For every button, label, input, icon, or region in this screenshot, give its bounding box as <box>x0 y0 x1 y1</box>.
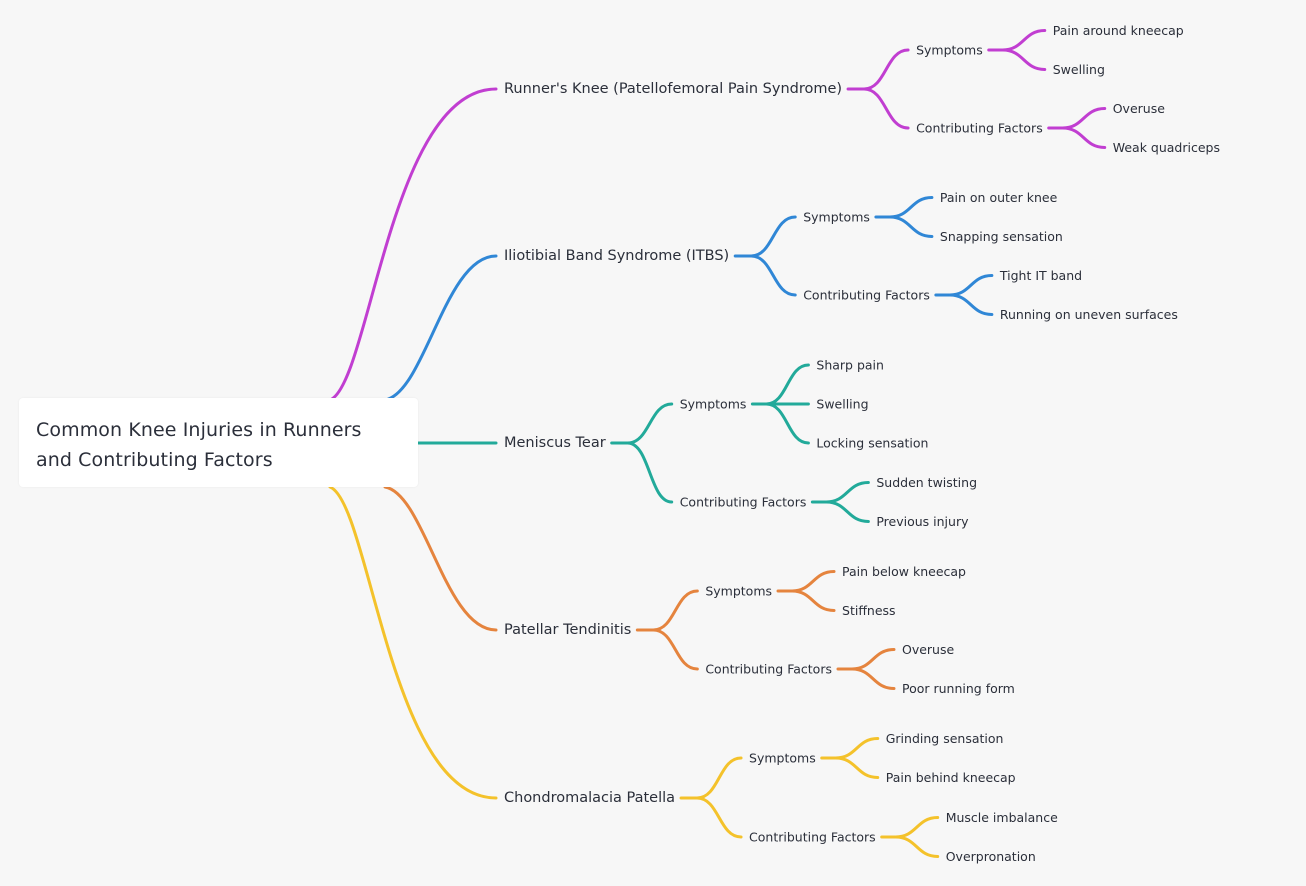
edge-group-to-item <box>834 756 880 779</box>
edge-branch-to-group <box>695 756 743 800</box>
contributing-factors-node[interactable]: Contributing Factors <box>803 288 930 303</box>
edge-group-to-item <box>894 816 940 839</box>
branch-node-4[interactable]: Patellar Tendinitis <box>504 622 631 638</box>
edge-branch-to-group <box>626 441 674 504</box>
contributing-factors-node[interactable]: Contributing Factors <box>916 121 1043 136</box>
edge-branch-to-group <box>749 254 797 297</box>
edge-group-to-item <box>850 667 896 690</box>
root-title: Common Knee Injuries in Runners and Cont… <box>36 419 362 471</box>
edge-root-to-branch-1 <box>328 87 498 402</box>
symptoms-node[interactable]: Symptoms <box>680 397 747 412</box>
leaf-node[interactable]: Swelling <box>1053 62 1105 77</box>
leaf-node[interactable]: Weak quadriceps <box>1113 140 1220 155</box>
edge-group-to-item <box>790 589 836 612</box>
edge-group-to-item <box>948 293 994 316</box>
edge-branch-to-group <box>651 589 699 632</box>
edge-group-to-item <box>764 402 810 445</box>
leaf-node[interactable]: Pain behind kneecap <box>886 770 1016 785</box>
contributing-factors-node[interactable]: Contributing Factors <box>680 495 807 510</box>
leaf-node[interactable]: Overpronation <box>946 849 1036 864</box>
leaf-node[interactable]: Swelling <box>816 397 868 412</box>
symptoms-node[interactable]: Symptoms <box>749 751 816 766</box>
edge-group-to-item <box>824 481 870 504</box>
branch-node-2[interactable]: Iliotibial Band Syndrome (ITBS) <box>504 248 729 264</box>
edge-group-to-item <box>790 570 836 593</box>
edge-root-to-branch-5 <box>328 485 498 800</box>
edge-branch-to-group <box>862 48 910 91</box>
branch-node-5[interactable]: Chondromalacia Patella <box>504 790 675 806</box>
leaf-node[interactable]: Grinding sensation <box>886 731 1004 746</box>
leaf-node[interactable]: Pain around kneecap <box>1053 23 1184 38</box>
edge-group-to-item <box>894 835 940 858</box>
edge-branch-to-group <box>749 215 797 258</box>
edge-group-to-item <box>888 215 934 238</box>
edge-root-to-branch-2 <box>383 254 498 402</box>
leaf-node[interactable]: Snapping sensation <box>940 229 1063 244</box>
edge-group-to-item <box>824 500 870 523</box>
edge-branch-to-group <box>695 796 743 839</box>
edge-group-to-item <box>1001 29 1047 52</box>
edge-branch-to-group <box>862 87 910 130</box>
leaf-node[interactable]: Pain on outer knee <box>940 190 1058 205</box>
contributing-factors-node[interactable]: Contributing Factors <box>705 662 832 677</box>
leaf-node[interactable]: Pain below kneecap <box>842 564 966 579</box>
leaf-node[interactable]: Overuse <box>902 642 955 657</box>
leaf-node[interactable]: Overuse <box>1113 101 1166 116</box>
leaf-node[interactable]: Sudden twisting <box>876 475 977 490</box>
symptoms-node[interactable]: Symptoms <box>803 210 870 225</box>
leaf-node[interactable]: Running on uneven surfaces <box>1000 307 1178 322</box>
edge-group-to-item <box>850 648 896 671</box>
root-node[interactable]: Common Knee Injuries in Runners and Cont… <box>19 398 418 487</box>
edge-group-to-item <box>834 737 880 760</box>
edge-group-to-item <box>1061 126 1107 149</box>
edge-group-to-item <box>1061 107 1107 130</box>
edge-group-to-item <box>764 363 810 406</box>
branch-node-3[interactable]: Meniscus Tear <box>504 435 606 451</box>
edge-branch-to-group <box>651 628 699 671</box>
leaf-node[interactable]: Muscle imbalance <box>946 810 1058 825</box>
symptoms-node[interactable]: Symptoms <box>916 43 983 58</box>
leaf-node[interactable]: Locking sensation <box>816 436 928 451</box>
edge-group-to-item <box>888 196 934 219</box>
leaf-node[interactable]: Previous injury <box>876 514 969 529</box>
branch-node-1[interactable]: Runner's Knee (Patellofemoral Pain Syndr… <box>504 81 842 97</box>
leaf-node[interactable]: Tight IT band <box>999 268 1082 283</box>
edge-group-to-item <box>1001 48 1047 71</box>
edge-branch-to-group <box>626 402 674 445</box>
symptoms-node[interactable]: Symptoms <box>705 584 772 599</box>
edge-root-to-branch-4 <box>383 485 498 632</box>
leaf-node[interactable]: Poor running form <box>902 681 1015 696</box>
leaf-node[interactable]: Stiffness <box>842 603 896 618</box>
leaf-node[interactable]: Sharp pain <box>816 358 884 373</box>
contributing-factors-node[interactable]: Contributing Factors <box>749 830 876 845</box>
edge-group-to-item <box>948 274 994 297</box>
